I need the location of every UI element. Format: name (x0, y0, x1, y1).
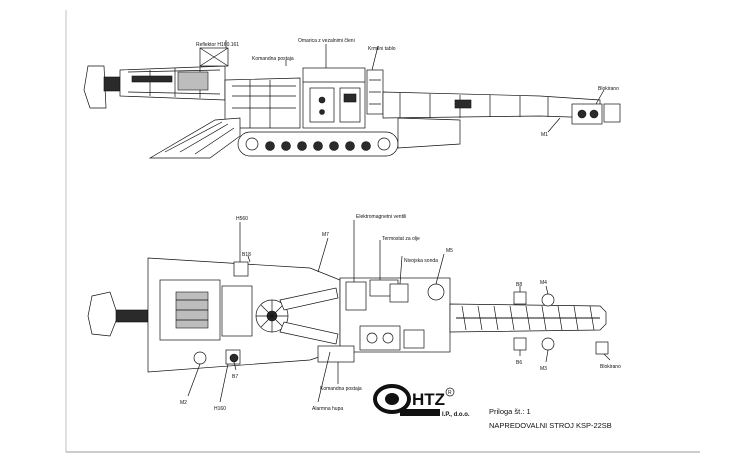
top-command-station (317, 345, 355, 363)
label-blokiranje-top: Blokirano (600, 364, 621, 370)
cutter-head (83, 65, 107, 109)
label-reflektor: Reflektor H160.161 (196, 42, 239, 48)
conveyor-motor (454, 99, 472, 109)
logo-registered-letter: R (448, 390, 452, 396)
cabinet-panel-left (309, 87, 335, 123)
logo-company-line: I.P., d.o.o. (442, 412, 470, 418)
top-alarm-box (403, 329, 425, 349)
blocking-box (603, 103, 621, 123)
leaders-side (225, 40, 605, 133)
label-m1-side: M1 (541, 132, 548, 138)
top-control-box (359, 325, 401, 351)
label-b6: B6 (516, 360, 522, 366)
top-b8-sensor (513, 291, 527, 305)
label-m4: M4 (540, 280, 547, 286)
label-nivojska-sonda: Nivojska sonda (404, 258, 438, 264)
tail-wheel (589, 109, 599, 119)
cutter-arm-front (103, 76, 123, 92)
label-alarmna-hupa: Alarmna hupa (312, 406, 343, 412)
label-komandna-postaja-side: Komandna postaja (252, 56, 294, 62)
cabinet-panel-right (339, 87, 361, 123)
top-arm-upper (279, 287, 339, 311)
label-m2: M2 (180, 400, 187, 406)
top-cutter-head (87, 291, 119, 337)
label-m3: M3 (540, 366, 547, 372)
top-b7-sensor (229, 353, 239, 363)
conveyor (382, 91, 601, 119)
label-b7: B7 (232, 374, 238, 380)
top-m3-motor (541, 337, 555, 351)
label-m5: M5 (446, 248, 453, 254)
logo-ring-inner (385, 393, 399, 405)
cabinet-knob (318, 96, 326, 104)
top-blocking-box (595, 341, 609, 355)
control-panel-detail (369, 79, 381, 105)
top-motor-lines (176, 299, 208, 321)
boom-cylinder (131, 75, 173, 83)
logo-ring-outer (373, 384, 411, 414)
tail-wheel (577, 109, 587, 119)
label-termostat: Termostat za olje (382, 236, 420, 242)
conveyor-tail-box (571, 103, 603, 125)
machine-body (224, 77, 301, 129)
boom-block (177, 71, 209, 91)
label-b8: B8 (516, 282, 522, 288)
top-view: H560 M7 Elektromagnetni ventili Termosta… (87, 214, 621, 412)
htz-logo: HTZ R I.P., d.o.o. (373, 384, 470, 418)
label-m7: M7 (322, 232, 329, 238)
label-blokiranje-side: Blokirano (598, 86, 619, 92)
apron-ribs (164, 121, 235, 155)
rear-frame (397, 117, 461, 149)
leaders-top (187, 220, 611, 403)
reflector-x (199, 47, 229, 67)
top-box-b18 (233, 261, 249, 277)
label-krmilni-tablo: Krmilni tablo (368, 46, 396, 52)
cabinet-gauge (343, 93, 357, 103)
logo-registered-mark (445, 387, 455, 397)
label-h160: H160 (214, 406, 226, 412)
top-gearbox (221, 285, 253, 337)
label-komandna-postaja-top: Komandna postaja (320, 386, 362, 392)
logo-letters: HTZ (412, 390, 445, 409)
top-wheel-spokes (256, 300, 288, 332)
top-conveyor-ribs (461, 305, 595, 331)
top-arm-lower (279, 321, 339, 345)
top-m5-motor (427, 283, 445, 301)
boom-detail (127, 67, 221, 98)
body-detail (232, 80, 296, 128)
track-rollers (245, 137, 391, 151)
caption-appendix: Priloga št.: 1 (489, 407, 531, 416)
cabinet-knob (319, 109, 325, 115)
label-h560: H560 (236, 216, 248, 222)
top-cutter-shaft (115, 309, 149, 323)
logo-bar (400, 409, 440, 416)
top-control-knob (382, 332, 394, 344)
label-elektromagnetni: Elektromagnetni ventili (356, 214, 406, 220)
top-m2-motor (193, 351, 207, 365)
top-valves (345, 281, 367, 311)
top-control-knob (366, 332, 378, 344)
label-omarica: Omarica z vezalnimi členi (298, 38, 355, 44)
top-m4-motor (541, 293, 555, 307)
top-level-probe (389, 283, 409, 303)
label-b18: B18 (242, 252, 251, 258)
top-b6-sensor (513, 337, 527, 351)
loading-apron (148, 117, 241, 159)
side-view: Reflektor H160.161 Omarica z vezalnimi č… (83, 38, 621, 159)
caption-title: NAPREDOVALNI STROJ KSP-22SB (489, 421, 612, 430)
